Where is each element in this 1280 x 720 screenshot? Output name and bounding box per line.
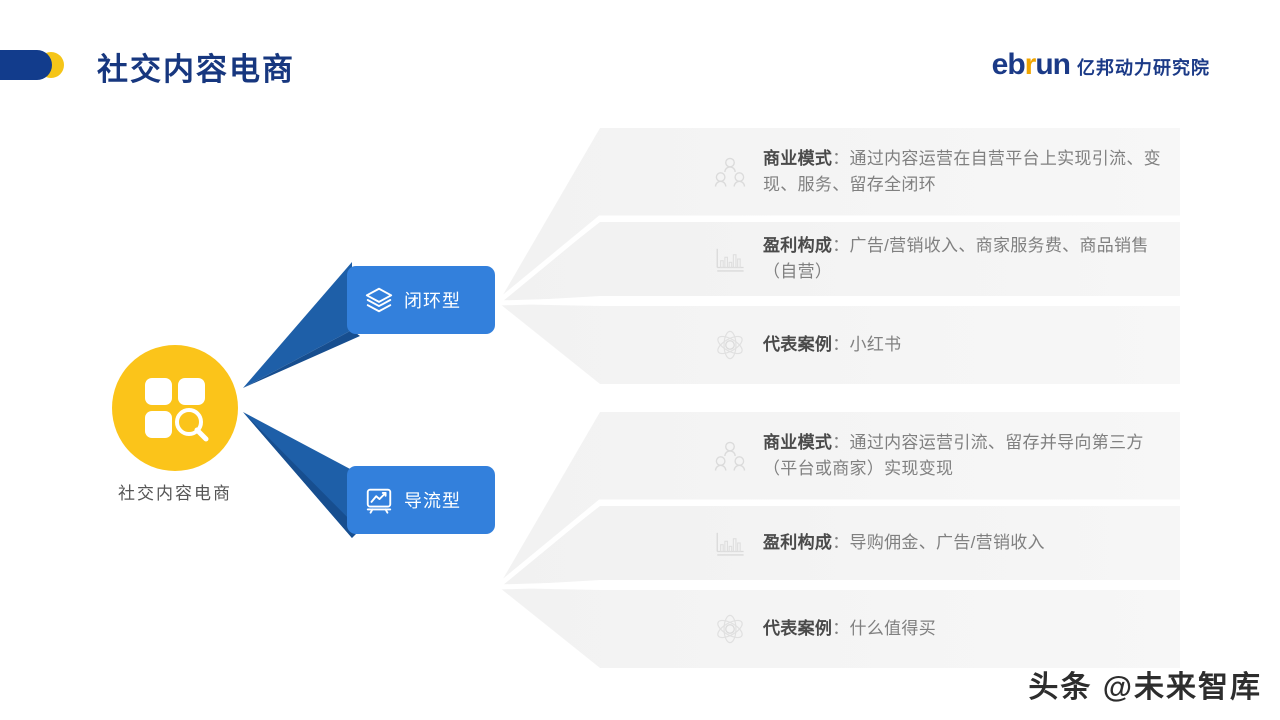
branch-label-traffic-diversion: 导流型 — [404, 491, 461, 511]
info-card-text: 商业模式：通过内容运营在自营平台上实现引流、变现、服务、留存全闭环 — [763, 146, 1166, 199]
card-shape-g1-1 — [500, 128, 1180, 300]
card-shape-g1-2 — [498, 222, 1180, 302]
card-shape-g2-2 — [498, 506, 1180, 586]
info-card-title: 盈利构成 — [763, 532, 833, 552]
card-divider-g2-a — [496, 499, 1180, 588]
info-card-separator: ： — [832, 235, 850, 255]
root-node[interactable] — [112, 345, 238, 471]
network-people-icon — [714, 157, 746, 187]
info-card[interactable]: 代表案例：什么值得买 — [595, 590, 1180, 668]
info-card-body: 通过内容运营在自营平台上实现引流、变现、服务、留存全闭环 — [763, 148, 1161, 194]
info-card-body: 导购佣金、广告/营销收入 — [849, 532, 1045, 552]
page-title: 社交内容电商 — [97, 52, 295, 87]
info-card-text: 盈利构成：广告/营销收入、商家服务费、商品销售（自营） — [763, 233, 1166, 286]
logo-chinese-name: 亿邦动力研究院 — [1077, 58, 1210, 78]
network-people-icon — [714, 441, 746, 471]
molecule-icon — [717, 330, 743, 360]
chart-board-icon — [366, 488, 392, 514]
info-card-text: 代表案例：什么值得买 — [763, 616, 936, 642]
logo-word-part1: eb — [991, 48, 1026, 81]
bar-chart-icon — [716, 248, 744, 272]
info-card-body: 小红书 — [849, 334, 902, 354]
card-divider-g1-b — [497, 297, 1180, 306]
logo-word-accent: r — [1024, 48, 1037, 81]
watermark: 头条 @未来智库 — [1028, 671, 1262, 704]
header-decoration — [0, 50, 64, 80]
info-card-body: 什么值得买 — [849, 618, 937, 638]
info-card-title: 盈利构成 — [763, 235, 833, 255]
connector-arrow-upper — [243, 262, 352, 388]
molecule-icon — [717, 614, 743, 644]
card-shape-g2-1 — [500, 412, 1180, 584]
page-header: 社交内容电商 ebrun 亿邦动力研究院 — [0, 0, 1280, 112]
info-card-text: 盈利构成：导购佣金、广告/营销收入 — [763, 530, 1045, 556]
info-card-separator: ： — [832, 532, 850, 552]
info-card-title: 代表案例 — [763, 334, 833, 354]
info-card[interactable]: 盈利构成：导购佣金、广告/营销收入 — [595, 506, 1180, 580]
info-card-separator: ： — [832, 432, 850, 452]
grid-search-icon — [145, 378, 209, 442]
info-card-title: 商业模式 — [763, 432, 833, 452]
logo-wordmark: ebrun — [991, 48, 1071, 81]
info-card-text: 代表案例：小红书 — [763, 332, 901, 358]
info-card[interactable]: 商业模式：通过内容运营引流、留存并导向第三方（平台或商家）实现变现 — [595, 412, 1180, 500]
card-shape-g1-3 — [500, 304, 1180, 384]
branch-label-closed-loop: 闭环型 — [404, 291, 461, 311]
layers-icon — [365, 287, 393, 313]
info-card-title: 代表案例 — [763, 618, 833, 638]
info-card-separator: ： — [832, 148, 850, 168]
info-card[interactable]: 商业模式：通过内容运营在自营平台上实现引流、变现、服务、留存全闭环 — [595, 128, 1180, 216]
info-card-title: 商业模式 — [763, 148, 833, 168]
info-card-body: 通过内容运营引流、留存并导向第三方（平台或商家）实现变现 — [763, 432, 1144, 478]
root-node-label: 社交内容电商 — [118, 484, 232, 503]
info-card-body: 广告/营销收入、商家服务费、商品销售（自营） — [763, 235, 1149, 281]
branch-box-traffic-diversion[interactable]: 导流型 — [347, 466, 495, 534]
card-divider-g1-a — [496, 215, 1180, 304]
connector-arrow-upper-shade — [243, 330, 360, 388]
card-divider-g2-b — [497, 581, 1180, 590]
card-shape-g2-3 — [500, 588, 1180, 668]
info-card[interactable]: 盈利构成：广告/营销收入、商家服务费、商品销售（自营） — [595, 222, 1180, 296]
info-card-separator: ： — [832, 334, 850, 354]
connector-arrow-lower-shade — [243, 412, 360, 538]
bar-chart-icon — [716, 532, 744, 556]
info-card-text: 商业模式：通过内容运营引流、留存并导向第三方（平台或商家）实现变现 — [763, 430, 1166, 483]
logo-word-part2: un — [1035, 48, 1071, 81]
brand-logo: ebrun 亿邦动力研究院 — [992, 50, 1210, 80]
info-card-separator: ： — [832, 618, 850, 638]
branch-box-closed-loop[interactable]: 闭环型 — [347, 266, 495, 334]
info-card[interactable]: 代表案例：小红书 — [595, 306, 1180, 384]
header-deco-bar-icon — [0, 50, 52, 80]
